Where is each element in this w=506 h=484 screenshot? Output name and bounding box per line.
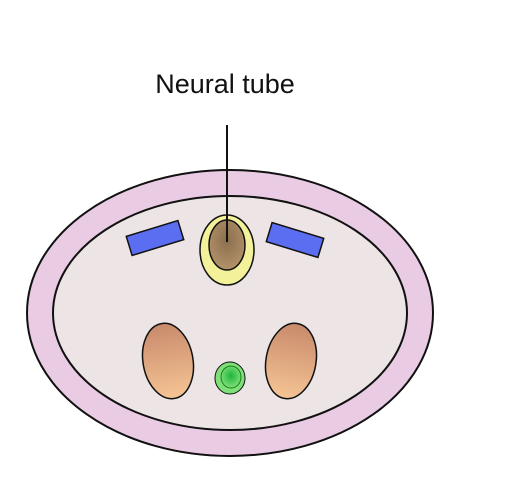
left-somite-block — [125, 219, 185, 257]
neural-tube-label: Neural tube — [155, 69, 295, 99]
right-mesoderm-oval — [264, 322, 318, 400]
left-mesoderm-oval — [141, 322, 195, 400]
notochord-inner — [220, 365, 242, 389]
right-somite-block — [265, 221, 325, 259]
